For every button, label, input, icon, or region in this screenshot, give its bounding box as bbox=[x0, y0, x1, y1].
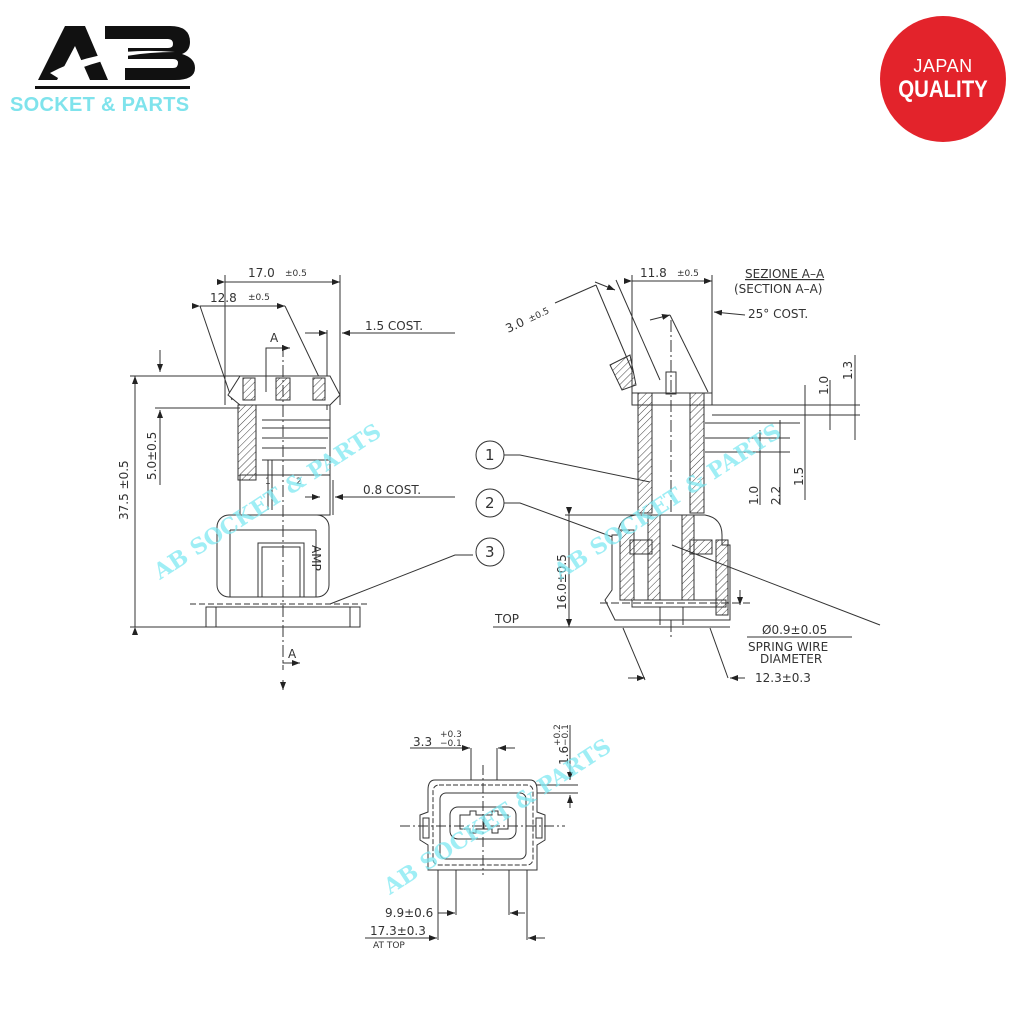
dim-slot-tol-plus: +0.3 bbox=[440, 730, 462, 740]
amp-label: AMP bbox=[309, 545, 323, 571]
ab-logo-icon bbox=[35, 26, 195, 89]
dim-inner-width: 9.9±0.6 bbox=[385, 906, 433, 920]
dim-angle-tol: ±0.5 bbox=[527, 306, 551, 324]
dim-height-total: 37.5 ±0.5 bbox=[117, 460, 131, 520]
dim-outer-width: 17.3±0.3 bbox=[370, 924, 426, 938]
dim-d5: 1.5 bbox=[792, 467, 806, 486]
dim-wall-top: 1.5 COST. bbox=[365, 319, 423, 333]
dim-angle: 3.0 bbox=[503, 315, 526, 336]
section-mark-bottom: A bbox=[288, 647, 297, 661]
dim-width-total-tol: ±0.5 bbox=[285, 269, 307, 279]
dim-d3: 1.0 bbox=[747, 486, 761, 505]
dim-d2: 1.3 bbox=[841, 361, 855, 380]
dim-top-width: 11.8 bbox=[640, 266, 667, 280]
callout-circles bbox=[475, 440, 651, 567]
dim-depth-tol-plus: +0.2 bbox=[553, 724, 563, 746]
dim-d1: 1.0 bbox=[817, 376, 831, 395]
dim-slot-tol-minus: −0.1 bbox=[440, 739, 462, 749]
section-title: SEZIONE A–A bbox=[745, 267, 825, 281]
section-subtitle: (SECTION A–A) bbox=[734, 282, 822, 296]
front-view bbox=[130, 275, 473, 690]
pin-label-2: 2 bbox=[296, 477, 302, 487]
callout-3: 3 bbox=[485, 543, 495, 561]
brand-logo bbox=[10, 18, 210, 118]
dim-d4: 2.2 bbox=[769, 486, 783, 505]
dim-slot-depth: 1.6 bbox=[557, 746, 571, 765]
dim-outer-note: AT TOP bbox=[373, 941, 405, 951]
dim-bottom-width: 12.3±0.3 bbox=[755, 671, 811, 685]
dim-height: 16.0±0.5 bbox=[555, 554, 569, 610]
japan-quality-badge: JAPAN QUALITY bbox=[880, 16, 1006, 142]
callout-1: 1 bbox=[485, 446, 495, 464]
section-view bbox=[493, 275, 881, 681]
bottom-view bbox=[365, 725, 578, 941]
spring-label-2: DIAMETER bbox=[760, 652, 822, 666]
spring-label-1: SPRING WIRE bbox=[748, 640, 828, 654]
dim-width-total: 17.0 bbox=[248, 266, 275, 280]
spring-diameter: Ø0.9±0.05 bbox=[762, 623, 827, 637]
dim-width-top: 12.8 bbox=[210, 291, 237, 305]
dim-width-top-tol: ±0.5 bbox=[248, 293, 270, 303]
callout-2: 2 bbox=[485, 494, 495, 512]
dim-angle-cost: 25° COST. bbox=[748, 307, 808, 321]
dim-height-upper: 5.0±0.5 bbox=[145, 432, 159, 480]
section-mark-top: A bbox=[270, 331, 279, 345]
badge-line2: QUALITY bbox=[898, 76, 988, 103]
dim-top-width-tol: ±0.5 bbox=[677, 269, 699, 279]
dim-wall-lower: 0.8 COST. bbox=[363, 483, 421, 497]
dim-depth-tol-minus: −0.1 bbox=[561, 724, 571, 746]
badge-line1: JAPAN bbox=[913, 56, 973, 76]
pin-label-1: 1 bbox=[265, 477, 271, 487]
dim-slot-width: 3.3 bbox=[413, 735, 432, 749]
top-label: TOP bbox=[494, 612, 519, 626]
brand-subtitle: SOCKET & PARTS bbox=[10, 94, 190, 116]
